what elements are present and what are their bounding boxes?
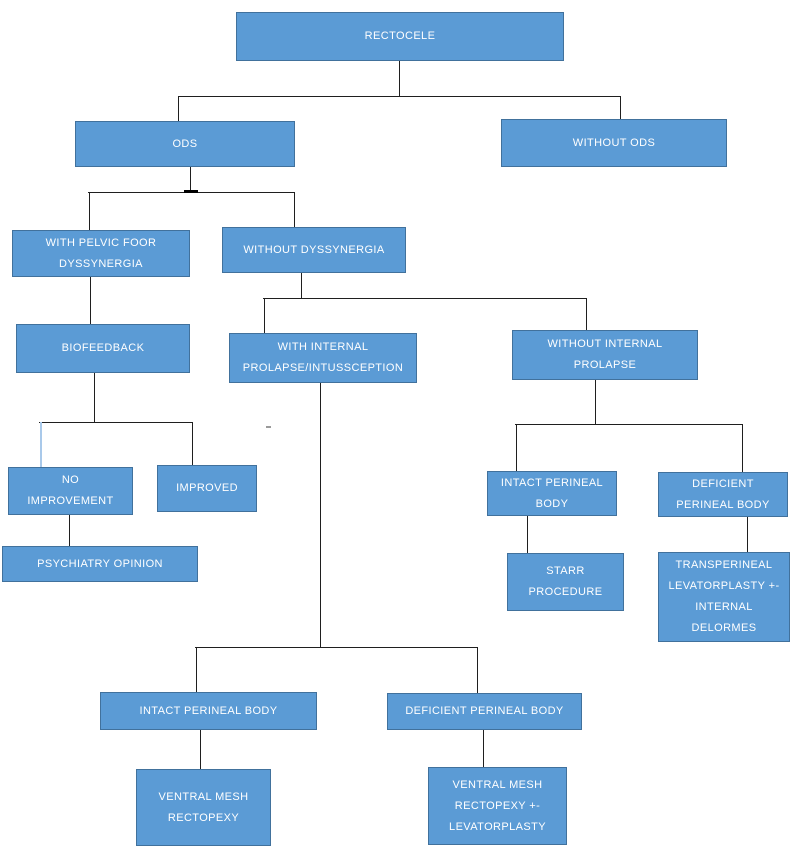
connector-drop-ods <box>178 96 179 121</box>
connector-drop-intact-right <box>516 424 517 471</box>
node-without-ods: WITHOUT ODS <box>501 119 727 167</box>
node-ods: ODS <box>75 121 295 167</box>
connector-deficient-transperineal <box>747 517 748 552</box>
node-without-dyssynergia: WITHOUT DYSSYNERGIA <box>222 227 406 273</box>
connector-right-horizontal <box>515 424 742 425</box>
connector-drop-improved <box>192 422 193 465</box>
connector-no-improvement-psychiatry <box>69 515 70 546</box>
connector-biofeedback-horizontal <box>39 422 193 423</box>
stray-mark <box>266 426 271 428</box>
node-intact-perineal-body-bottom: INTACT PERINEAL BODY <box>100 692 317 730</box>
connector-with-internal-prolapse-long-stem <box>320 383 321 647</box>
node-no-improvement: NO IMPROVEMENT <box>8 467 133 515</box>
node-rectocele: RECTOCELE <box>236 12 564 61</box>
connector-deficient-ventral-mesh <box>483 730 484 767</box>
connector-top-horizontal <box>178 96 621 97</box>
connector-drop-without-dyssynergia <box>294 192 295 227</box>
node-psychiatry-opinion: PSYCHIATRY OPINION <box>2 546 198 582</box>
connector-biofeedback-stem <box>94 373 95 422</box>
node-deficient-perineal-body-right: DEFICIENT PERINEAL BODY <box>658 472 788 517</box>
connector-rectocele-stem <box>399 61 400 96</box>
connector-drop-pelvic-floor <box>89 192 90 230</box>
node-with-internal-prolapse: WITH INTERNAL PROLAPSE/INTUSSCEPTION <box>229 333 417 383</box>
connector-without-internal-prolapse-stem <box>595 380 596 424</box>
connector-drop-deficient-bottom <box>477 647 478 693</box>
connector-drop-deficient-right <box>742 424 743 472</box>
connector-ods-stem <box>190 167 191 192</box>
node-ventral-mesh-rectopexy: VENTRAL MESH RECTOPEXY <box>136 769 271 846</box>
node-without-internal-prolapse: WITHOUT INTERNAL PROLAPSE <box>512 330 698 380</box>
connector-drop-with-internal-prolapse <box>264 298 265 333</box>
node-starr-procedure: STARR PROCEDURE <box>507 553 624 611</box>
node-deficient-perineal-body-bottom: DEFICIENT PERINEAL BODY <box>387 693 582 730</box>
connector-drop-intact-bottom <box>196 647 197 692</box>
node-with-pelvic-floor-dyssynergia: WITH PELVIC FOOR DYSSYNERGIA <box>12 230 190 277</box>
connector-drop-without-internal-prolapse <box>586 298 587 330</box>
node-transperineal-levatorplasty: TRANSPERINEAL LEVATORPLASTY +- INTERNAL … <box>658 552 790 642</box>
connector-intact-ventral-mesh <box>200 730 201 769</box>
node-intact-perineal-body-right: INTACT PERINEAL BODY <box>487 471 617 516</box>
connector-bottom-horizontal <box>195 647 477 648</box>
connector-drop-without-ods <box>620 96 621 120</box>
node-biofeedback: BIOFEEDBACK <box>16 324 190 373</box>
connector-prolapse-horizontal <box>263 298 586 299</box>
connector-intact-starr <box>527 516 528 553</box>
node-ventral-mesh-rectopexy-levatorplasty: VENTRAL MESH RECTOPEXY +- LEVATORPLASTY <box>428 767 567 845</box>
connector-ods-junction-tick <box>184 190 198 193</box>
connector-drop-no-improvement <box>40 422 42 467</box>
connector-pelvic-biofeedback <box>90 277 91 324</box>
connector-without-dyssynergia-stem <box>301 273 302 298</box>
node-improved: IMPROVED <box>157 465 257 512</box>
